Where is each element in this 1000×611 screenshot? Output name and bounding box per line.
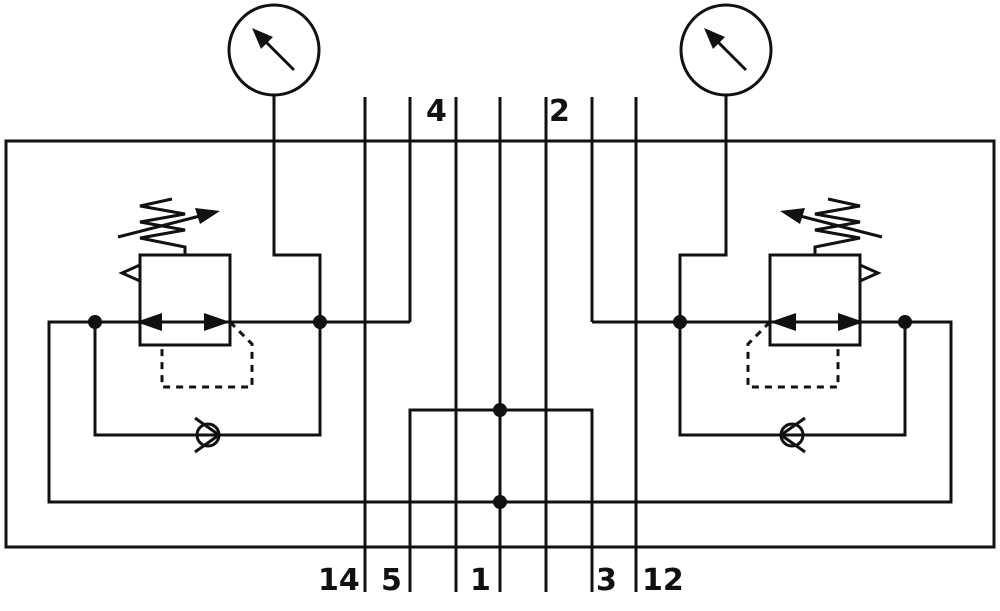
check-valve-seat — [194, 416, 222, 454]
flow-arrow-icon — [770, 313, 796, 331]
gauge-needle-icon — [704, 28, 725, 49]
flow-arrow-icon — [204, 313, 230, 331]
regulator-port-triangle — [859, 263, 882, 283]
port-label-1: 1 — [470, 563, 491, 598]
port-lines — [363, 97, 638, 592]
port-label-4: 4 — [426, 94, 447, 129]
adjust-arrow-icon — [195, 208, 220, 224]
gauge-needle-icon — [252, 28, 273, 49]
flow-arrow-icon — [838, 313, 864, 331]
junction-dot — [88, 315, 102, 329]
right-circuit — [500, 3, 953, 504]
gauge-line-right — [678, 95, 907, 437]
junction-dot — [313, 315, 327, 329]
flow-arrow-icon — [136, 313, 162, 331]
regulator-port-triangle — [118, 263, 141, 283]
junction-dot — [493, 403, 507, 417]
junction-dot — [673, 315, 687, 329]
adjust-arrow-icon — [780, 208, 805, 224]
port-label-3: 3 — [596, 563, 617, 598]
pressure-regulator-right — [768, 253, 862, 347]
left-circuit — [47, 3, 500, 504]
port-label-5: 5 — [381, 563, 402, 598]
junction-dot — [898, 315, 912, 329]
check-valve-seat — [778, 416, 806, 454]
port-label-12: 12 — [642, 563, 684, 598]
pilot-line-left — [160, 320, 254, 389]
gauge-line-left — [93, 95, 322, 437]
pilot-line-right — [746, 320, 840, 389]
main-line-right — [500, 320, 953, 504]
port-label-2: 2 — [549, 94, 570, 129]
main-line-left — [47, 320, 500, 504]
port-label-14: 14 — [318, 563, 360, 598]
pressure-regulator-left — [138, 253, 232, 347]
